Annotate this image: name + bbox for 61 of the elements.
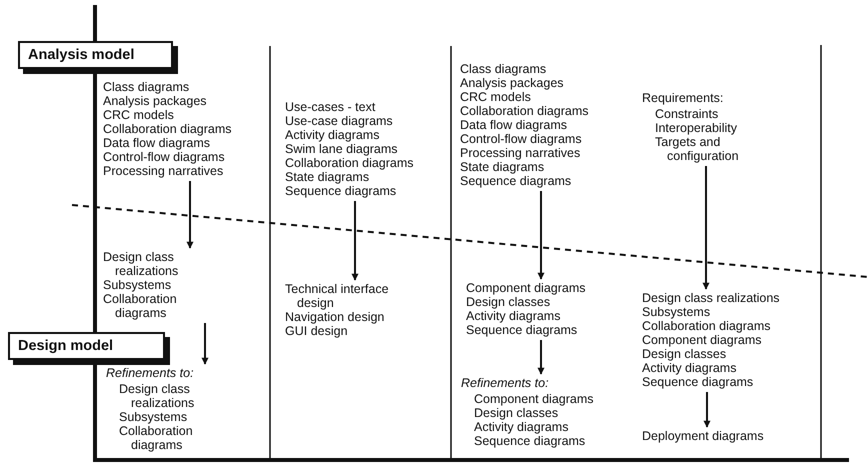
- list-item: Processing narratives: [460, 146, 582, 160]
- list-item: Data flow diagrams: [460, 118, 568, 132]
- list-item: Class diagrams: [103, 80, 190, 94]
- list-item: Collaboration diagrams: [285, 156, 415, 170]
- list-item: Constraints: [655, 107, 720, 121]
- list-item: Processing narratives: [103, 164, 224, 178]
- list-item: GUI design: [285, 324, 349, 338]
- arrow: [538, 191, 544, 280]
- list-item: Design class realizations: [642, 291, 781, 305]
- list-item: Subsystems: [119, 410, 188, 424]
- list-item: CRC models: [460, 90, 532, 104]
- list-item: CRC models: [103, 108, 175, 122]
- arrow: [202, 323, 208, 365]
- list-item: Collaboration diagrams: [119, 424, 194, 452]
- arrow: [702, 166, 710, 290]
- list-item: Design class realizations: [119, 382, 196, 410]
- list-item: Analysis packages: [460, 76, 565, 90]
- list-item: Data flow diagrams: [103, 136, 211, 150]
- list-item: Collaboration diagrams: [103, 122, 233, 136]
- list-item: Swim lane diagrams: [285, 142, 399, 156]
- list-item: Analysis packages: [103, 94, 208, 108]
- list-item: Collaboration diagrams: [103, 292, 178, 320]
- list-item: Design class realizations: [103, 250, 180, 278]
- list-item: Activity diagrams: [642, 361, 738, 375]
- list-item: Collaboration diagrams: [642, 319, 772, 333]
- list-item: Technical interface design: [285, 282, 390, 310]
- list-item: State diagrams: [285, 170, 370, 184]
- list-item: Targets and configuration: [655, 135, 740, 163]
- list-item: Control-flow diagrams: [103, 150, 226, 164]
- list-item: Deployment diagrams: [642, 429, 765, 443]
- list-item: Collaboration diagrams: [460, 104, 590, 118]
- list-item: Design classes: [642, 347, 728, 361]
- arrow: [186, 181, 194, 249]
- list-item: Design classes: [474, 406, 560, 420]
- list-item: Component diagrams: [466, 281, 587, 295]
- list-item: Sequence diagrams: [285, 184, 398, 198]
- list-item: Subsystems: [103, 278, 172, 292]
- list-item: Use-case diagrams: [285, 114, 394, 128]
- list-item: Component diagrams: [474, 392, 595, 406]
- list-heading: Refinements to:: [106, 366, 195, 380]
- list-item: Activity diagrams: [466, 309, 562, 323]
- list-item: Sequence diagrams: [460, 174, 572, 188]
- arrow: [538, 340, 544, 375]
- list-item: Design classes: [466, 295, 552, 309]
- list-item: Component diagrams: [642, 333, 763, 347]
- list-item: Sequence diagrams: [642, 375, 754, 389]
- list-item: Activity diagrams: [474, 420, 570, 434]
- list-item: Use-cases - text: [285, 100, 376, 114]
- list-item: Navigation design: [285, 310, 386, 324]
- list-item: Sequence diagrams: [466, 323, 578, 337]
- list-item: Activity diagrams: [285, 128, 380, 142]
- list-item: Sequence diagrams: [474, 434, 586, 448]
- list-item: Class diagrams: [460, 62, 548, 76]
- list-item: State diagrams: [460, 160, 546, 174]
- list-item: Interoperability: [655, 121, 738, 135]
- list-item: Control-flow diagrams: [460, 132, 583, 146]
- list-heading: Refinements to:: [461, 376, 550, 390]
- arrow: [704, 392, 710, 428]
- list-heading: Requirements:: [642, 91, 724, 105]
- list-item: Subsystems: [642, 305, 712, 319]
- arrow: [352, 201, 358, 281]
